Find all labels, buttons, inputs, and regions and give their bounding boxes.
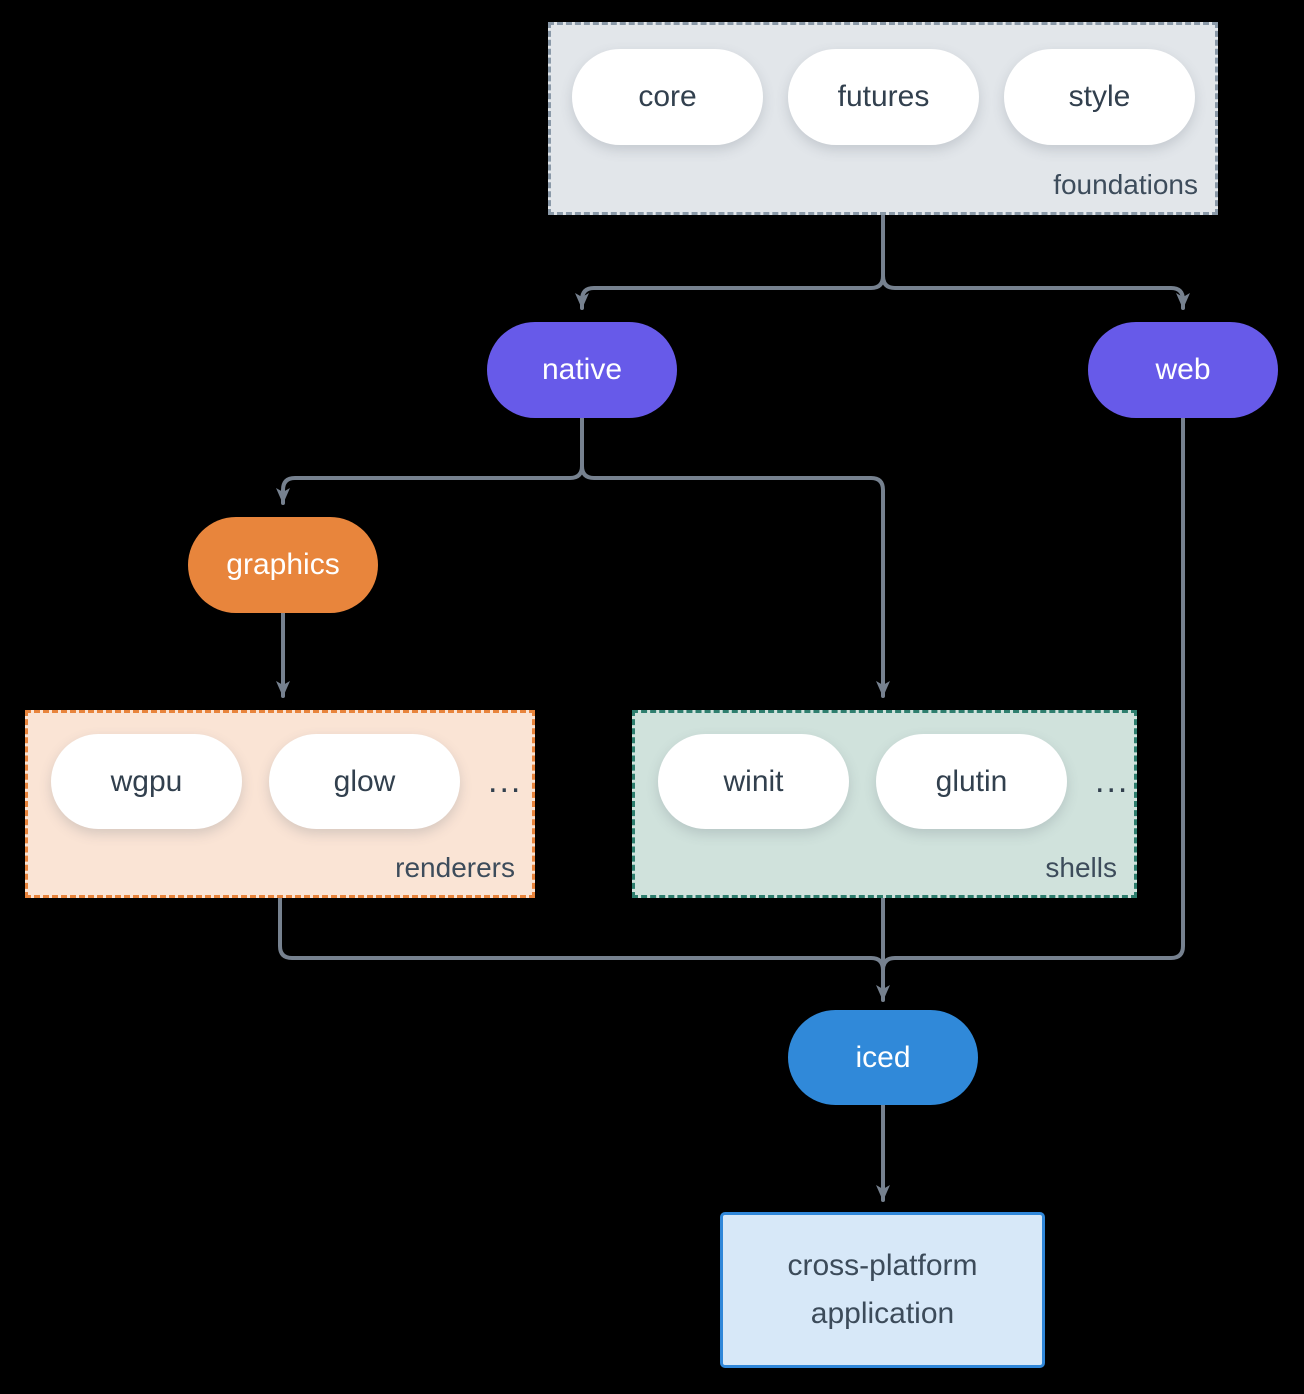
node-core: core xyxy=(572,49,763,145)
node-cross-platform-application: cross-platform application xyxy=(720,1212,1045,1368)
node-iced: iced xyxy=(788,1010,978,1105)
group-shells: winit glutin ... shells xyxy=(632,710,1137,898)
node-native: native xyxy=(487,322,677,418)
shells-label: shells xyxy=(1045,852,1117,883)
renderers-label: renderers xyxy=(395,852,515,883)
edge-renderers-merge xyxy=(278,896,885,972)
node-glutin: glutin xyxy=(876,734,1067,829)
edge-native-shells xyxy=(580,416,890,698)
node-graphics: graphics xyxy=(188,517,378,613)
node-glow: glow xyxy=(269,734,460,829)
node-winit: winit xyxy=(658,734,849,829)
foundations-label: foundations xyxy=(1053,169,1198,200)
edge-foundations-native xyxy=(575,213,885,310)
node-futures: futures xyxy=(788,49,979,145)
renderers-pill-row: wgpu glow ... xyxy=(28,713,532,829)
edge-native-graphics xyxy=(276,416,584,505)
edge-foundations-web xyxy=(881,213,1190,310)
node-wgpu: wgpu xyxy=(51,734,242,829)
foundations-pill-row: core futures style xyxy=(551,25,1215,145)
group-renderers: wgpu glow ... renderers xyxy=(25,710,535,898)
shells-ellipsis: ... xyxy=(1095,762,1130,800)
node-web: web xyxy=(1088,322,1278,418)
group-foundations: core futures style foundations xyxy=(548,22,1218,215)
renderers-ellipsis: ... xyxy=(488,762,523,800)
node-style: style xyxy=(1004,49,1195,145)
shells-pill-row: winit glutin ... xyxy=(635,713,1134,829)
app-box-text: cross-platform application xyxy=(787,1249,978,1330)
